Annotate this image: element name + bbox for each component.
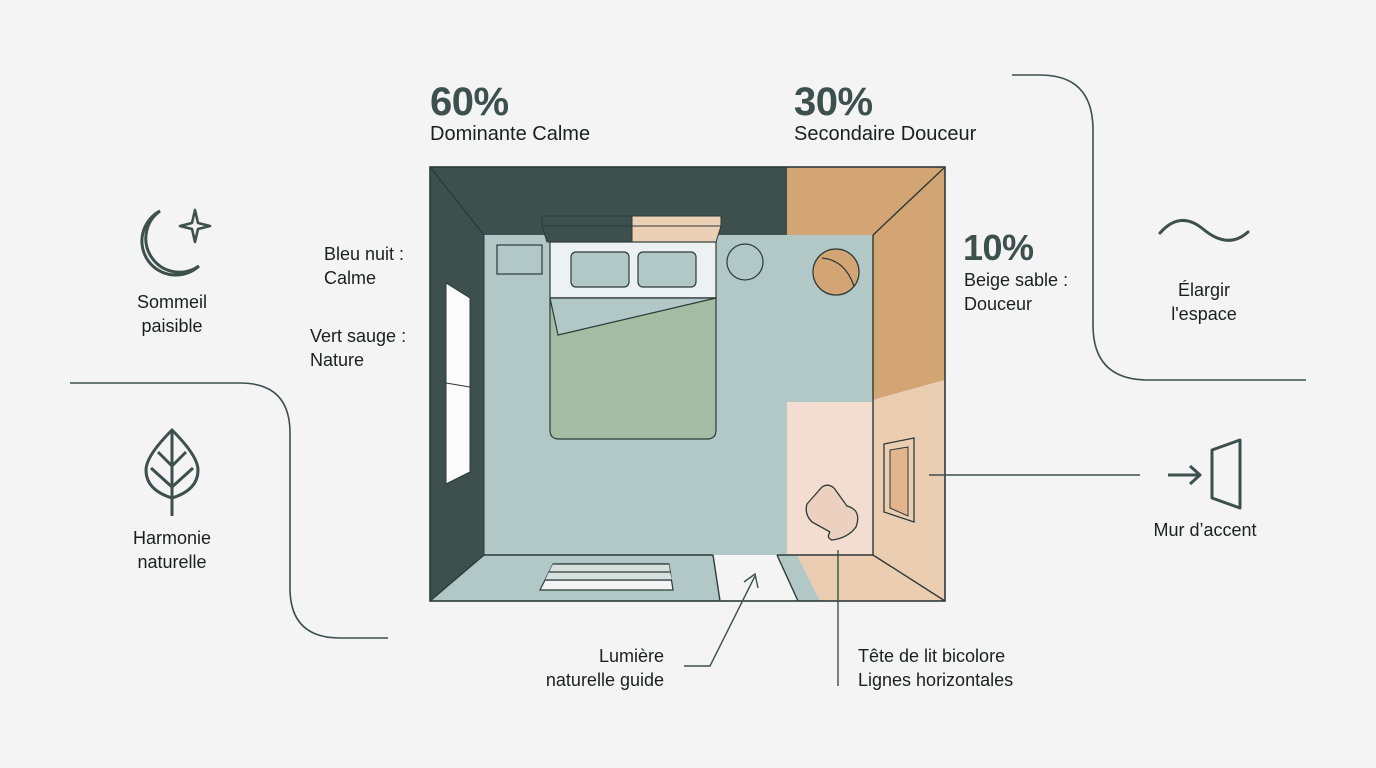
- window: [445, 282, 471, 485]
- moon-star-icon: [140, 209, 201, 277]
- lumiere-label: Lumière naturelle guide: [500, 644, 664, 692]
- stat-60-value: 60%: [430, 80, 509, 124]
- sommeil-line2: paisible: [141, 316, 203, 336]
- harmonie-line2: naturelle: [137, 552, 207, 572]
- mur-accent-label: Mur d’accent: [1153, 520, 1257, 540]
- stat-30-value: 30%: [794, 80, 873, 124]
- leaf-icon: [144, 428, 200, 516]
- lumiere-line1: Lumière: [598, 646, 664, 666]
- harmonie-label: Harmonie naturelle: [102, 526, 242, 574]
- tete-label: Tête de lit bicolore Lignes horizontales: [858, 644, 1078, 692]
- lumiere-arrow: [684, 575, 756, 667]
- accent-wall-icon: [1168, 438, 1242, 510]
- bleu-nuit-meaning: Calme: [324, 268, 377, 288]
- stat-30-label: Secondaire Douceur: [794, 123, 977, 145]
- elargir-line2: l'espace: [1171, 304, 1237, 324]
- bleu-nuit-label: Bleu nuit :: [324, 244, 405, 264]
- connector-right: [1012, 74, 1306, 381]
- star-icon: [178, 208, 212, 244]
- tete-line2: Lignes horizontales: [858, 670, 1014, 690]
- sommeil-line1: Sommeil: [136, 292, 207, 312]
- stat-10-value: 10%: [963, 227, 1034, 268]
- connector-left: [70, 382, 388, 639]
- lumiere-line2: naturelle guide: [545, 670, 664, 690]
- vert-sauge-label: Vert sauge :: [310, 326, 407, 346]
- stat-10-label: Beige sable :: [964, 270, 1069, 290]
- sommeil-label: Sommeil paisible: [102, 290, 242, 338]
- elargir-line1: Élargir: [1177, 280, 1230, 300]
- elargir-label: Élargir l'espace: [1134, 278, 1274, 326]
- wave-icon: [1158, 219, 1250, 242]
- bedroom-floor-plan: [429, 166, 946, 602]
- tete-line1: Tête de lit bicolore: [858, 646, 1006, 666]
- stat-10-label2: Douceur: [964, 294, 1033, 314]
- vert-sauge-meaning: Nature: [310, 350, 365, 370]
- harmonie-line1: Harmonie: [132, 528, 212, 548]
- stat-60-label: Dominante Calme: [430, 123, 591, 145]
